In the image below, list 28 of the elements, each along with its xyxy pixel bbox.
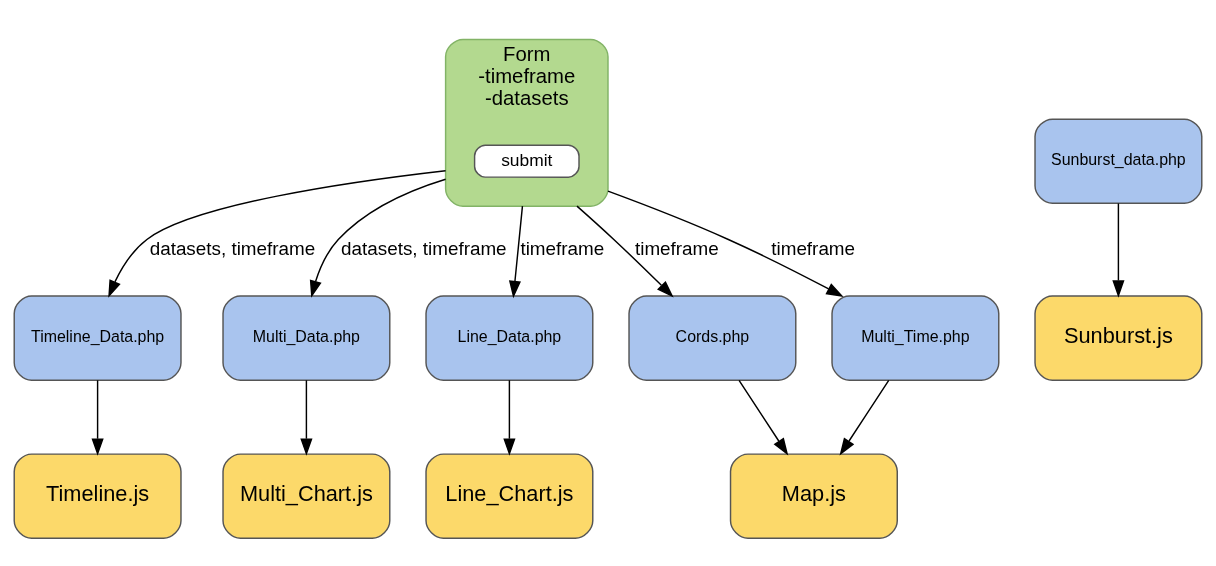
arrow xyxy=(300,379,313,456)
arrow xyxy=(508,205,524,299)
arrow xyxy=(1112,202,1125,298)
arrow xyxy=(309,178,447,298)
edge-label: datasets, timeframe xyxy=(149,237,316,259)
node-box: Map.js xyxy=(729,453,898,539)
arrow xyxy=(91,379,104,456)
node-box: Multi_Data.php xyxy=(222,295,391,381)
node-box: Timeline.js xyxy=(13,453,182,539)
node-box: submit xyxy=(473,144,580,178)
arrow xyxy=(108,170,447,298)
arrow xyxy=(839,379,890,456)
node-box: Multi_Chart.js xyxy=(222,453,391,539)
edge-label: timeframe xyxy=(771,237,856,259)
arrow xyxy=(738,379,789,456)
arrow xyxy=(607,190,844,297)
node-box: Line_Chart.js xyxy=(425,453,594,539)
arrow xyxy=(576,205,674,298)
edge-label: timeframe xyxy=(520,237,605,259)
node-box: Line_Data.php xyxy=(425,295,594,381)
node-box: Cords.php xyxy=(628,295,797,381)
arrow xyxy=(503,379,516,456)
node-box: Sunburst.js xyxy=(1034,295,1203,381)
node-box: Sunburst_data.php xyxy=(1034,118,1203,204)
edge-label: timeframe xyxy=(634,237,719,259)
node-box: Multi_Time.php xyxy=(831,295,1000,381)
edge-label: datasets, timeframe xyxy=(341,237,507,259)
node-box: Timeline_Data.php xyxy=(13,295,182,381)
